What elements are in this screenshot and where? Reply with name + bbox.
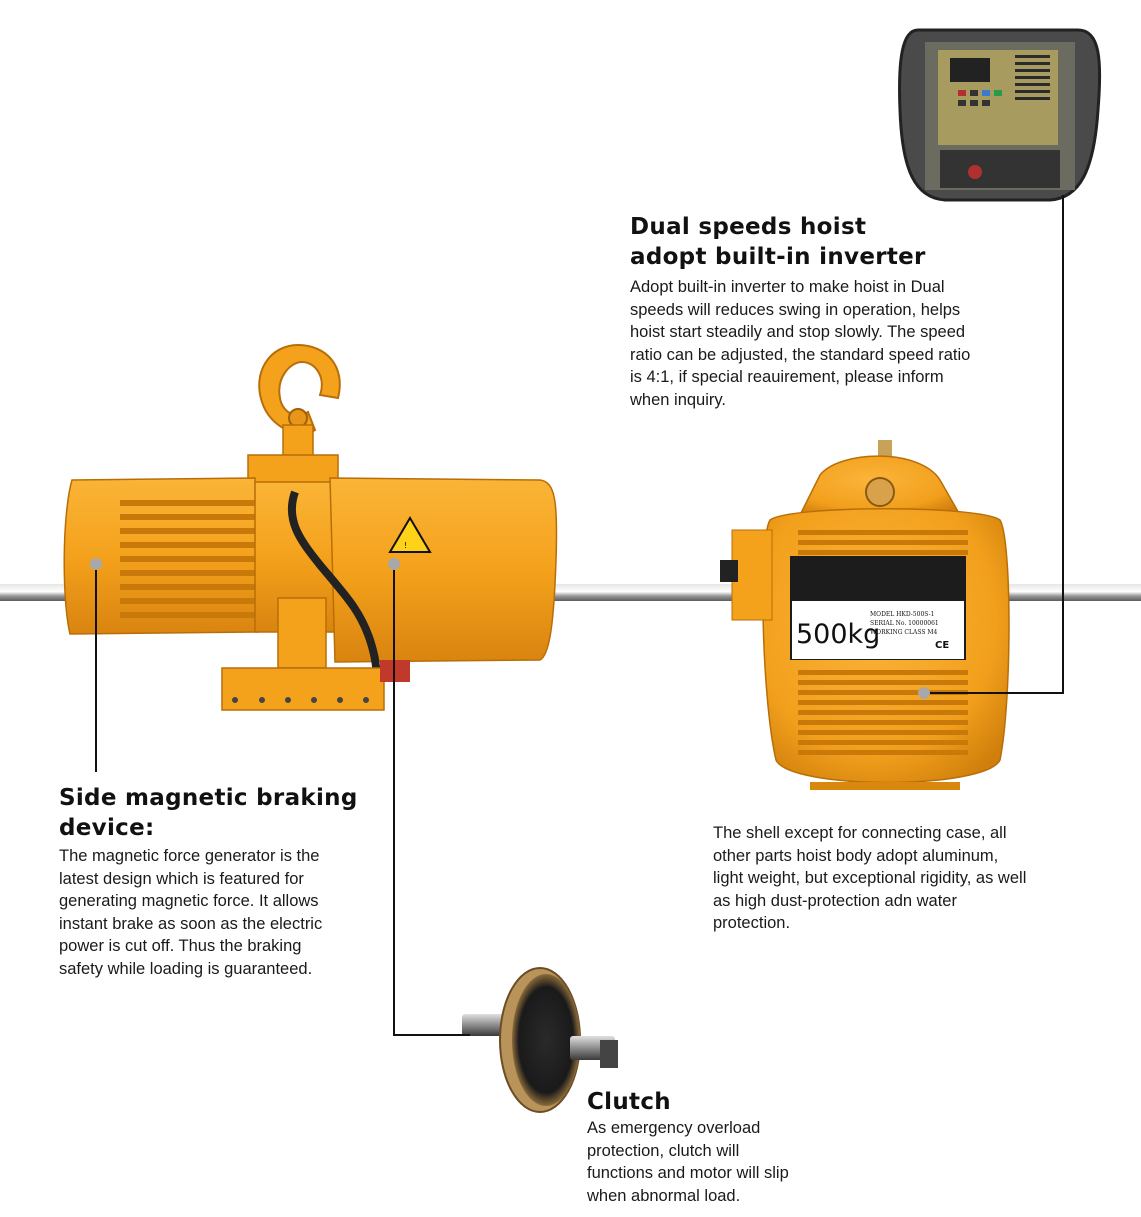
inverter-line: Adopt built-in inverter to make hoist in… [630,278,945,296]
clutch-line: functions and motor will slip [587,1164,789,1183]
inverter-line: hoist start steadily and stop slowly. Th… [630,323,966,342]
brake-line: generating magnetic force. It allows [59,892,319,911]
nameplate-model: MODEL HKD-500S-1 [870,611,934,618]
clutch-line: when abnormal load. [587,1186,741,1205]
rail-right [990,584,1141,601]
shell-line: light weight, but exceptional rigidity, … [713,869,1027,888]
clutch-title: Clutch [587,1089,671,1115]
ce-mark: CE [935,640,949,651]
shell-line: as high dust-protection adn water [713,891,957,910]
inverter-description: Adopt built-in inverter to make hoist in… [630,276,1110,412]
nameplate-serial: SERIAL No. 10000061 [870,620,939,627]
inverter-line: is 4:1, if special reauirement, please i… [630,368,944,387]
inverter-title-line1: Dual speeds hoist [630,214,867,240]
inverter-panel [898,28,1102,202]
inverter-line: ratio can be adjusted, the standard spee… [630,345,971,364]
shell-line: The shell except for connecting case, al… [713,824,1007,842]
clutch-section: Clutch As emergency overload protection,… [587,1087,887,1207]
brake-description: The magnetic force generator is the late… [59,845,419,981]
hoist-front-view: 500kg MODEL HKD-500S-1 SERIAL No. 100000… [720,440,1010,790]
shell-description: The shell except for connecting case, al… [713,822,1113,935]
inverter-title-line2: adopt built-in inverter [630,244,926,270]
brake-line: The magnetic force generator is the [59,847,320,865]
nameplate-class: WORKING CLASS M4 [870,629,937,636]
brake-title-line2: device: [59,815,155,841]
brake-title-line1: Side magnetic braking [59,785,358,811]
rail-middle [550,584,735,601]
clutch-part [462,967,618,1113]
clutch-line: As emergency overload [587,1119,761,1137]
nameplate-capacity: 500kg [796,619,880,650]
callout-dots [90,558,930,699]
hoist-side-view: ! [63,343,558,711]
brake-line: latest design which is featured for [59,869,304,888]
leader-lines [95,195,1064,1036]
inverter-line: when inquiry. [630,390,726,409]
brake-section: Side magnetic braking device: The magnet… [59,783,419,981]
clutch-description: As emergency overload protection, clutch… [587,1117,887,1207]
inverter-section: Dual speeds hoist adopt built-in inverte… [630,212,1110,412]
svg-text:!: ! [404,541,407,550]
shell-line: other parts hoist body adopt aluminum, [713,846,999,865]
clutch-line: protection, clutch will [587,1141,740,1160]
brake-line: power is cut off. Thus the braking [59,937,302,956]
shell-line: protection. [713,914,791,933]
inverter-line: speeds will reduces swing in operation, … [630,300,961,319]
brake-line: instant brake as soon as the electric [59,914,323,933]
brake-line: safety while loading is guaranteed. [59,959,313,978]
rail-left [0,584,70,601]
